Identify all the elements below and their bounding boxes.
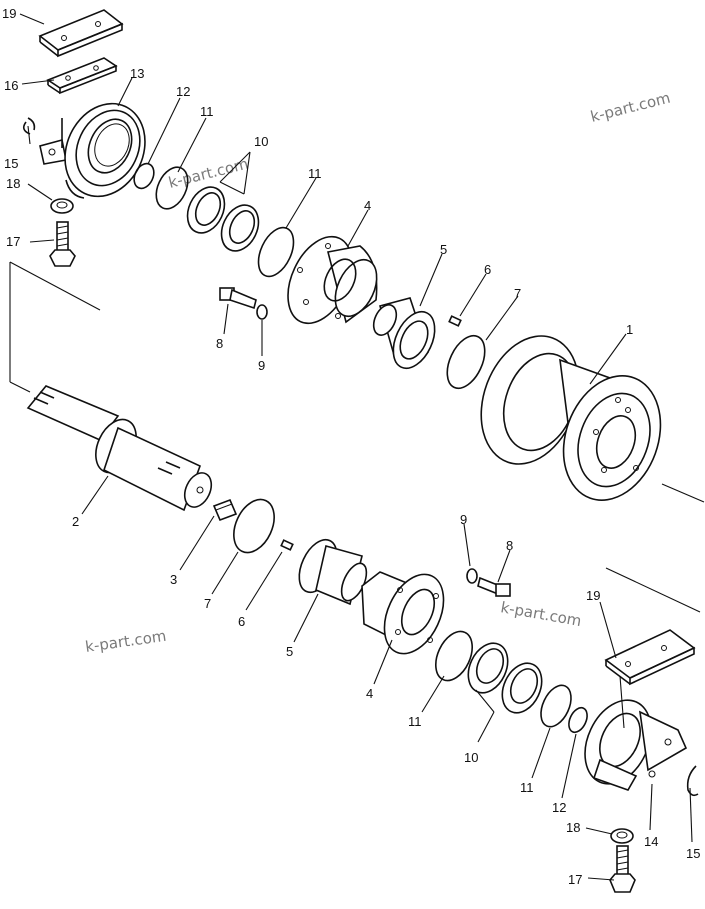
plate-19-top xyxy=(38,9,124,58)
washer-9-bottom xyxy=(466,568,478,584)
callout-7: 7 xyxy=(514,286,521,301)
callout-3: 3 xyxy=(170,572,177,587)
callout-8: 8 xyxy=(506,538,513,553)
callout-8: 8 xyxy=(216,336,223,351)
callout-4: 4 xyxy=(366,686,373,701)
bolt-8-bottom xyxy=(477,576,511,597)
callout-15: 15 xyxy=(686,846,700,861)
o-ring-7-top xyxy=(446,334,486,390)
callout-18: 18 xyxy=(6,176,20,191)
shim-16 xyxy=(46,57,118,95)
callout-14: 14 xyxy=(644,834,658,849)
o-ring-11-upper xyxy=(257,226,295,278)
sleeve-5-bottom xyxy=(298,538,368,606)
washer-18-bottom xyxy=(610,828,634,844)
plug-3 xyxy=(212,498,238,522)
o-ring-12-top xyxy=(133,162,155,190)
callout-15: 15 xyxy=(4,156,18,171)
callout-1: 1 xyxy=(626,322,633,337)
callout-12: 12 xyxy=(176,84,190,99)
callout-2: 2 xyxy=(72,514,79,529)
callout-11: 11 xyxy=(520,780,534,795)
watermark-text: k-part.com xyxy=(589,89,673,126)
callout-17: 17 xyxy=(568,872,582,887)
watermark-text: k-part.com xyxy=(499,598,583,630)
callout-13: 13 xyxy=(130,66,144,81)
hub-4-bottom xyxy=(361,571,445,655)
callout-11: 11 xyxy=(200,104,214,119)
callout-9: 9 xyxy=(460,512,467,527)
collar-13 xyxy=(39,102,146,199)
callout-7: 7 xyxy=(204,596,211,611)
callout-6: 6 xyxy=(484,262,491,277)
callout-11: 11 xyxy=(308,166,322,181)
seal-10-bottom xyxy=(467,642,543,714)
bolt-17-bottom xyxy=(609,845,636,893)
o-ring-11-bottom xyxy=(540,684,572,728)
shaft-2 xyxy=(26,385,213,512)
callout-17: 17 xyxy=(6,234,20,249)
o-ring-11-top xyxy=(155,166,189,210)
callout-9: 9 xyxy=(258,358,265,373)
callout-19: 19 xyxy=(2,6,16,21)
leader-lines xyxy=(19,13,693,881)
o-ring-11-lower xyxy=(435,630,473,682)
o-ring-7-bottom xyxy=(233,498,275,554)
washer-18-top xyxy=(50,198,74,214)
plate-19-bottom xyxy=(604,629,696,686)
collar-14 xyxy=(584,699,688,791)
callout-16: 16 xyxy=(4,78,18,93)
watermark-text: k-part.com xyxy=(84,627,167,656)
seal-10-top xyxy=(186,186,260,252)
pin-6-bottom xyxy=(280,539,294,551)
callout-5: 5 xyxy=(440,242,447,257)
assembly-lines xyxy=(9,151,705,743)
callout-labels: 19 16 13 12 11 10 15 11 18 4 17 5 6 7 1 … xyxy=(2,6,700,887)
bolt-8-top xyxy=(219,287,257,310)
o-ring-12-bottom xyxy=(568,706,588,734)
watermark-text: k-part.com xyxy=(167,155,251,192)
callout-11: 11 xyxy=(408,714,422,729)
roller-1 xyxy=(480,335,662,501)
bolt-17-top xyxy=(49,221,76,267)
callout-18: 18 xyxy=(566,820,580,835)
washer-9-top xyxy=(256,304,268,320)
callout-6: 6 xyxy=(238,614,245,629)
sleeve-5-top xyxy=(372,297,436,370)
clip-15-bottom xyxy=(686,765,699,797)
callout-10: 10 xyxy=(464,750,478,765)
callout-12: 12 xyxy=(552,800,566,815)
callout-19: 19 xyxy=(586,588,600,603)
callout-5: 5 xyxy=(286,644,293,659)
callout-10: 10 xyxy=(254,134,268,149)
hub-4-top xyxy=(287,235,378,325)
pin-6-top xyxy=(448,315,462,327)
callout-4: 4 xyxy=(364,198,371,213)
